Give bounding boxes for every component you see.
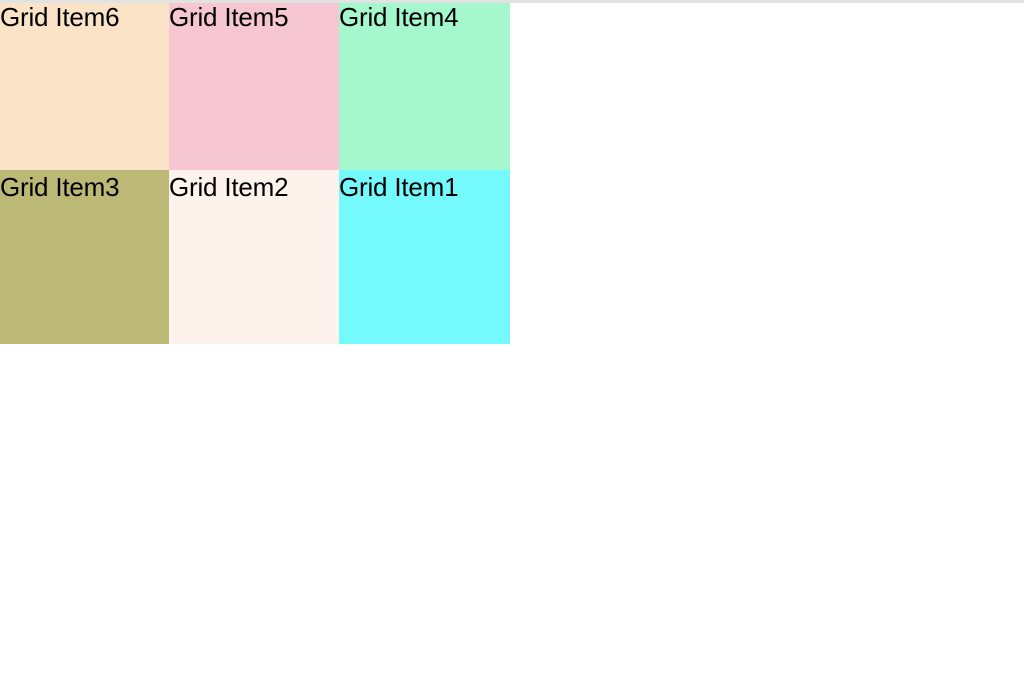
grid-item-label: Grid Item1 <box>339 172 459 202</box>
grid-container: Grid Item6 Grid Item5 Grid Item4 Grid It… <box>0 0 510 344</box>
grid-item-6[interactable]: Grid Item6 <box>0 0 169 170</box>
grid-item-4[interactable]: Grid Item4 <box>339 0 510 170</box>
grid-item-label: Grid Item3 <box>0 172 120 202</box>
grid-item-label: Grid Item5 <box>169 2 289 32</box>
grid-item-5[interactable]: Grid Item5 <box>169 0 339 170</box>
top-divider-strip <box>0 0 1024 3</box>
grid-item-label: Grid Item4 <box>339 2 459 32</box>
grid-item-1[interactable]: Grid Item1 <box>339 170 510 344</box>
grid-item-label: Grid Item6 <box>0 2 120 32</box>
grid-item-3[interactable]: Grid Item3 <box>0 170 169 344</box>
grid-item-label: Grid Item2 <box>169 172 289 202</box>
grid-item-2[interactable]: Grid Item2 <box>169 170 339 344</box>
